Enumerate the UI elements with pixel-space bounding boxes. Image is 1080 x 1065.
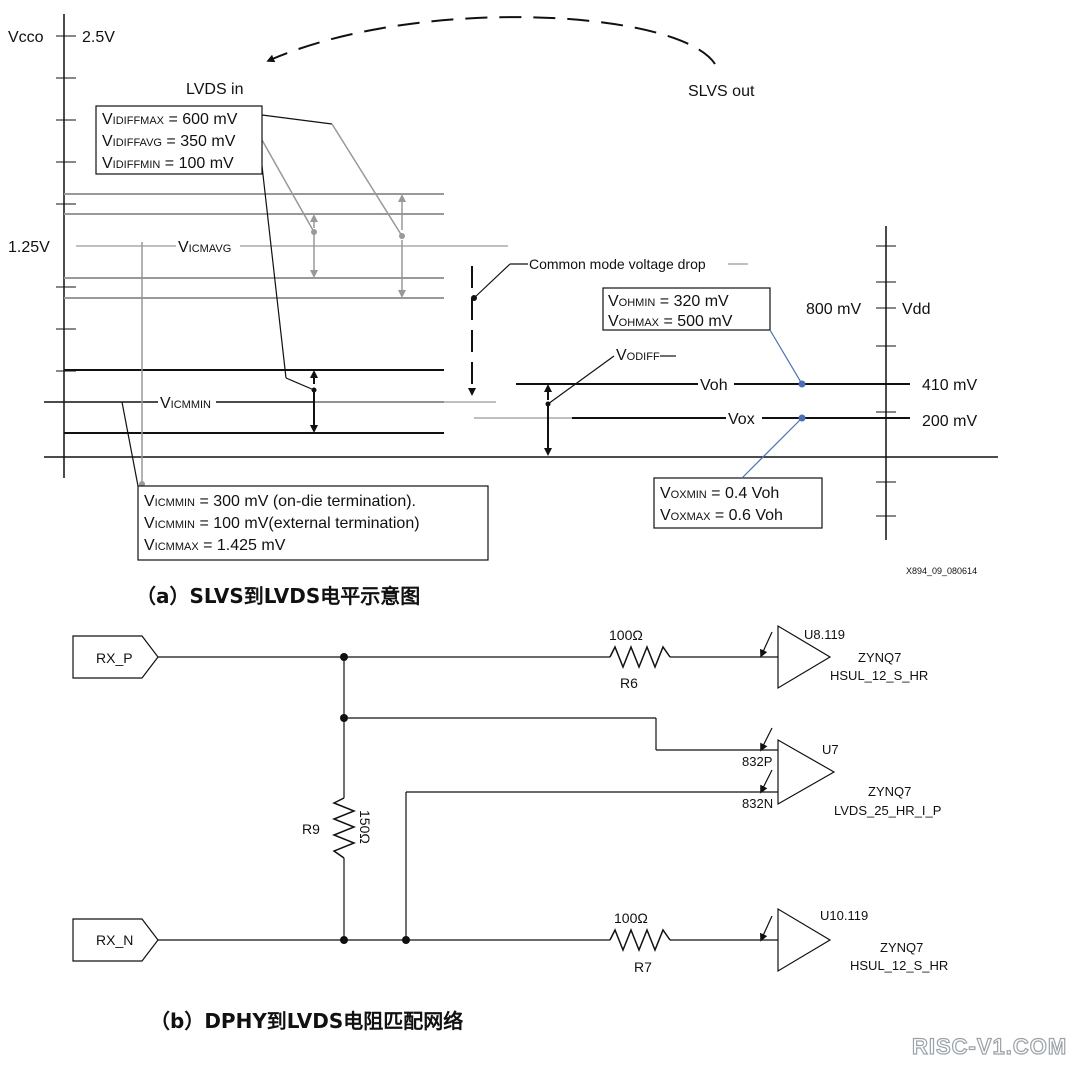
- u8-buffer: [777, 624, 832, 690]
- vodiff-label: VODIFF: [616, 347, 660, 364]
- r7-value: 100Ω: [614, 910, 648, 926]
- u7-p-arrow: [760, 727, 773, 752]
- vicmmin-ext-text: VICMMIN = 100 mV(external termination): [144, 515, 420, 532]
- caption-a: （a）SLVS到LVDS电平示意图: [136, 584, 420, 608]
- lvds-in-label: LVDS in: [186, 81, 244, 98]
- idiff-max-text: VIDIFFMAX = 600 mV: [102, 111, 238, 128]
- u7-ref: U7: [822, 742, 839, 757]
- r7-resistor: [609, 927, 671, 953]
- vodiff-leader: [547, 355, 615, 405]
- vicmmin-label-bg: [158, 393, 216, 413]
- gray-diff-arrows: [310, 194, 406, 298]
- junction-dots: [340, 653, 410, 944]
- v25-label: 2.5V: [82, 29, 115, 46]
- lvds-gray-levels: [64, 193, 444, 299]
- r6-label: R6: [620, 675, 638, 691]
- cm-drop-label: Common mode voltage drop: [529, 256, 706, 272]
- vicmavg-label-bg: [176, 236, 240, 256]
- r9-label: R9: [302, 821, 320, 837]
- u10-input-arrow: [760, 915, 773, 942]
- vcco-label: Vcco: [8, 29, 44, 46]
- u7-p-pin: 832P: [742, 754, 772, 769]
- r9-resistor: [331, 797, 357, 859]
- r6-resistor: [609, 644, 671, 670]
- idiff-avg-text: VIDIFFAVG = 350 mV: [102, 133, 236, 150]
- voh-box: [602, 287, 771, 331]
- vicm-black-leader: [121, 401, 139, 487]
- rx-n-label: RX_N: [96, 932, 133, 948]
- idiff-min-text: VIDIFFMIN = 100 mV: [102, 155, 234, 172]
- vicmmin-label: VICMMIN: [160, 395, 211, 412]
- u7-n-pin: 832N: [742, 796, 773, 811]
- vicm-box: [137, 485, 489, 561]
- v410-label: 410 mV: [922, 377, 977, 394]
- caption-b: （b）DPHY到LVDS电阻匹配网络: [150, 1009, 463, 1033]
- vdd-label: Vdd: [902, 301, 930, 318]
- voh-blue-dot: [798, 380, 806, 388]
- u8-input-arrow: [760, 631, 773, 658]
- idiff-leader-lines: [261, 114, 403, 391]
- panel-b-resistor-network: RX_P RX_N 100Ω R6: [72, 624, 948, 1033]
- idiff-box: [95, 105, 263, 175]
- vox-blue-dot: [798, 414, 806, 422]
- u8-ref: U8.119: [804, 627, 845, 642]
- rx-n-port: [72, 918, 159, 962]
- rx-p-label: RX_P: [96, 650, 133, 666]
- vohmax-text: VOHMAX = 500 mV: [608, 313, 733, 330]
- vox-label-bg: [726, 408, 762, 428]
- voh-label-bg: [698, 374, 734, 394]
- vicmmax-text: VICMMAX = 1.425 mV: [144, 537, 286, 554]
- u7-n-arrow: [760, 769, 773, 794]
- cm-drop-leader: [473, 263, 511, 299]
- r6-value: 100Ω: [609, 627, 643, 643]
- rx-p-port: [72, 635, 159, 679]
- slvs-out-label: SLVS out: [688, 83, 755, 100]
- r7-label: R7: [634, 959, 652, 975]
- u7-name: ZYNQ7: [868, 784, 911, 799]
- figure-id: X894_09_080614: [906, 566, 977, 576]
- dashed-arc-arrow: [266, 16, 716, 65]
- voh-label: Voh: [700, 377, 728, 394]
- r9-value: 150Ω: [357, 810, 373, 844]
- left-axis-ticks: [56, 35, 76, 372]
- vox-label: Vox: [728, 411, 755, 428]
- panel-a-voltage-levels: Vcco 2.5V LVDS in SLVS out 1.25V: [8, 14, 998, 608]
- watermark: RISC-V1.COM: [912, 1034, 1067, 1059]
- v200-label: 200 mV: [922, 413, 977, 430]
- u8-name: ZYNQ7: [858, 650, 901, 665]
- vox-box: [653, 477, 823, 529]
- u10-ref: U10.119: [820, 908, 868, 923]
- right-axis-ticks: [876, 245, 896, 517]
- vicmmin-odt-text: VICMMIN = 300 mV (on-die termination).: [144, 493, 416, 510]
- u10-name: ZYNQ7: [880, 940, 923, 955]
- vox-blue-leader: [741, 417, 803, 479]
- u10-buffer: [777, 907, 832, 973]
- wires: [158, 656, 778, 941]
- u10-std: HSUL_12_S_HR: [850, 958, 948, 973]
- vicmavg-label: VICMAVG: [178, 239, 231, 256]
- voh-blue-leader: [769, 329, 803, 385]
- voxmin-text: VOXMIN = 0.4 Voh: [660, 485, 779, 502]
- u7-std: LVDS_25_HR_I_P: [834, 803, 941, 818]
- vohmin-text: VOHMIN = 320 mV: [608, 293, 729, 310]
- v800-label: 800 mV: [806, 301, 861, 318]
- u8-std: HSUL_12_S_HR: [830, 668, 928, 683]
- v125-label: 1.25V: [8, 239, 50, 256]
- u7-receiver: [777, 738, 836, 806]
- voxmax-text: VOXMAX = 0.6 Voh: [660, 507, 783, 524]
